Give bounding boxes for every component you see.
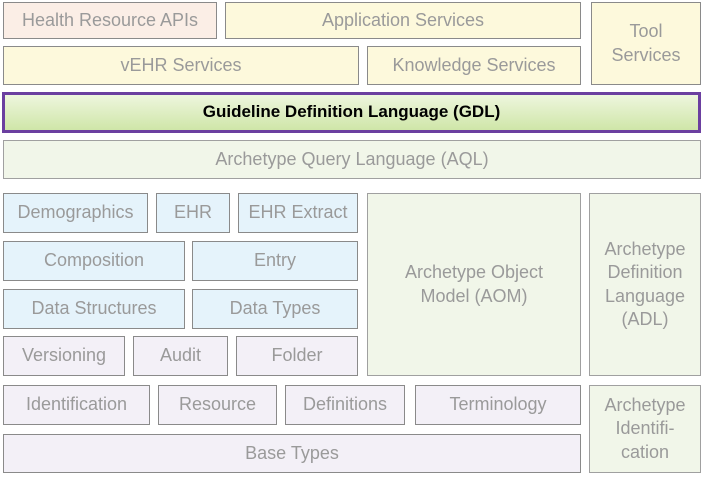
folder-box: Folder xyxy=(236,336,358,376)
base-types-box: Base Types xyxy=(3,434,581,473)
aql-box: Archetype Query Language (AQL) xyxy=(3,140,701,179)
ehr-box: EHR xyxy=(156,193,230,233)
audit-box: Audit xyxy=(133,336,228,376)
knowledge-services-box: Knowledge Services xyxy=(367,46,581,85)
entry-box: Entry xyxy=(192,241,358,281)
composition-box: Composition xyxy=(3,241,185,281)
vehr-services-box: vEHR Services xyxy=(3,46,359,85)
definitions-box: Definitions xyxy=(285,385,405,425)
tool-services-box: Tool Services xyxy=(591,2,701,85)
adl-box: Archetype Definition Language (ADL) xyxy=(589,193,701,376)
ehr-extract-box: EHR Extract xyxy=(238,193,358,233)
data-structures-box: Data Structures xyxy=(3,289,185,329)
versioning-box: Versioning xyxy=(3,336,125,376)
terminology-box: Terminology xyxy=(415,385,581,425)
aom-box: Archetype Object Model (AOM) xyxy=(367,193,581,376)
gdl-box: Guideline Definition Language (GDL) xyxy=(2,92,701,133)
demographics-box: Demographics xyxy=(3,193,148,233)
resource-box: Resource xyxy=(158,385,277,425)
archetype-identification-box: Archetype Identifi- cation xyxy=(589,385,701,473)
identification-box: Identification xyxy=(3,385,150,425)
application-services-box: Application Services xyxy=(225,2,581,39)
data-types-box: Data Types xyxy=(192,289,358,329)
health-resource-apis-box: Health Resource APIs xyxy=(3,2,217,39)
